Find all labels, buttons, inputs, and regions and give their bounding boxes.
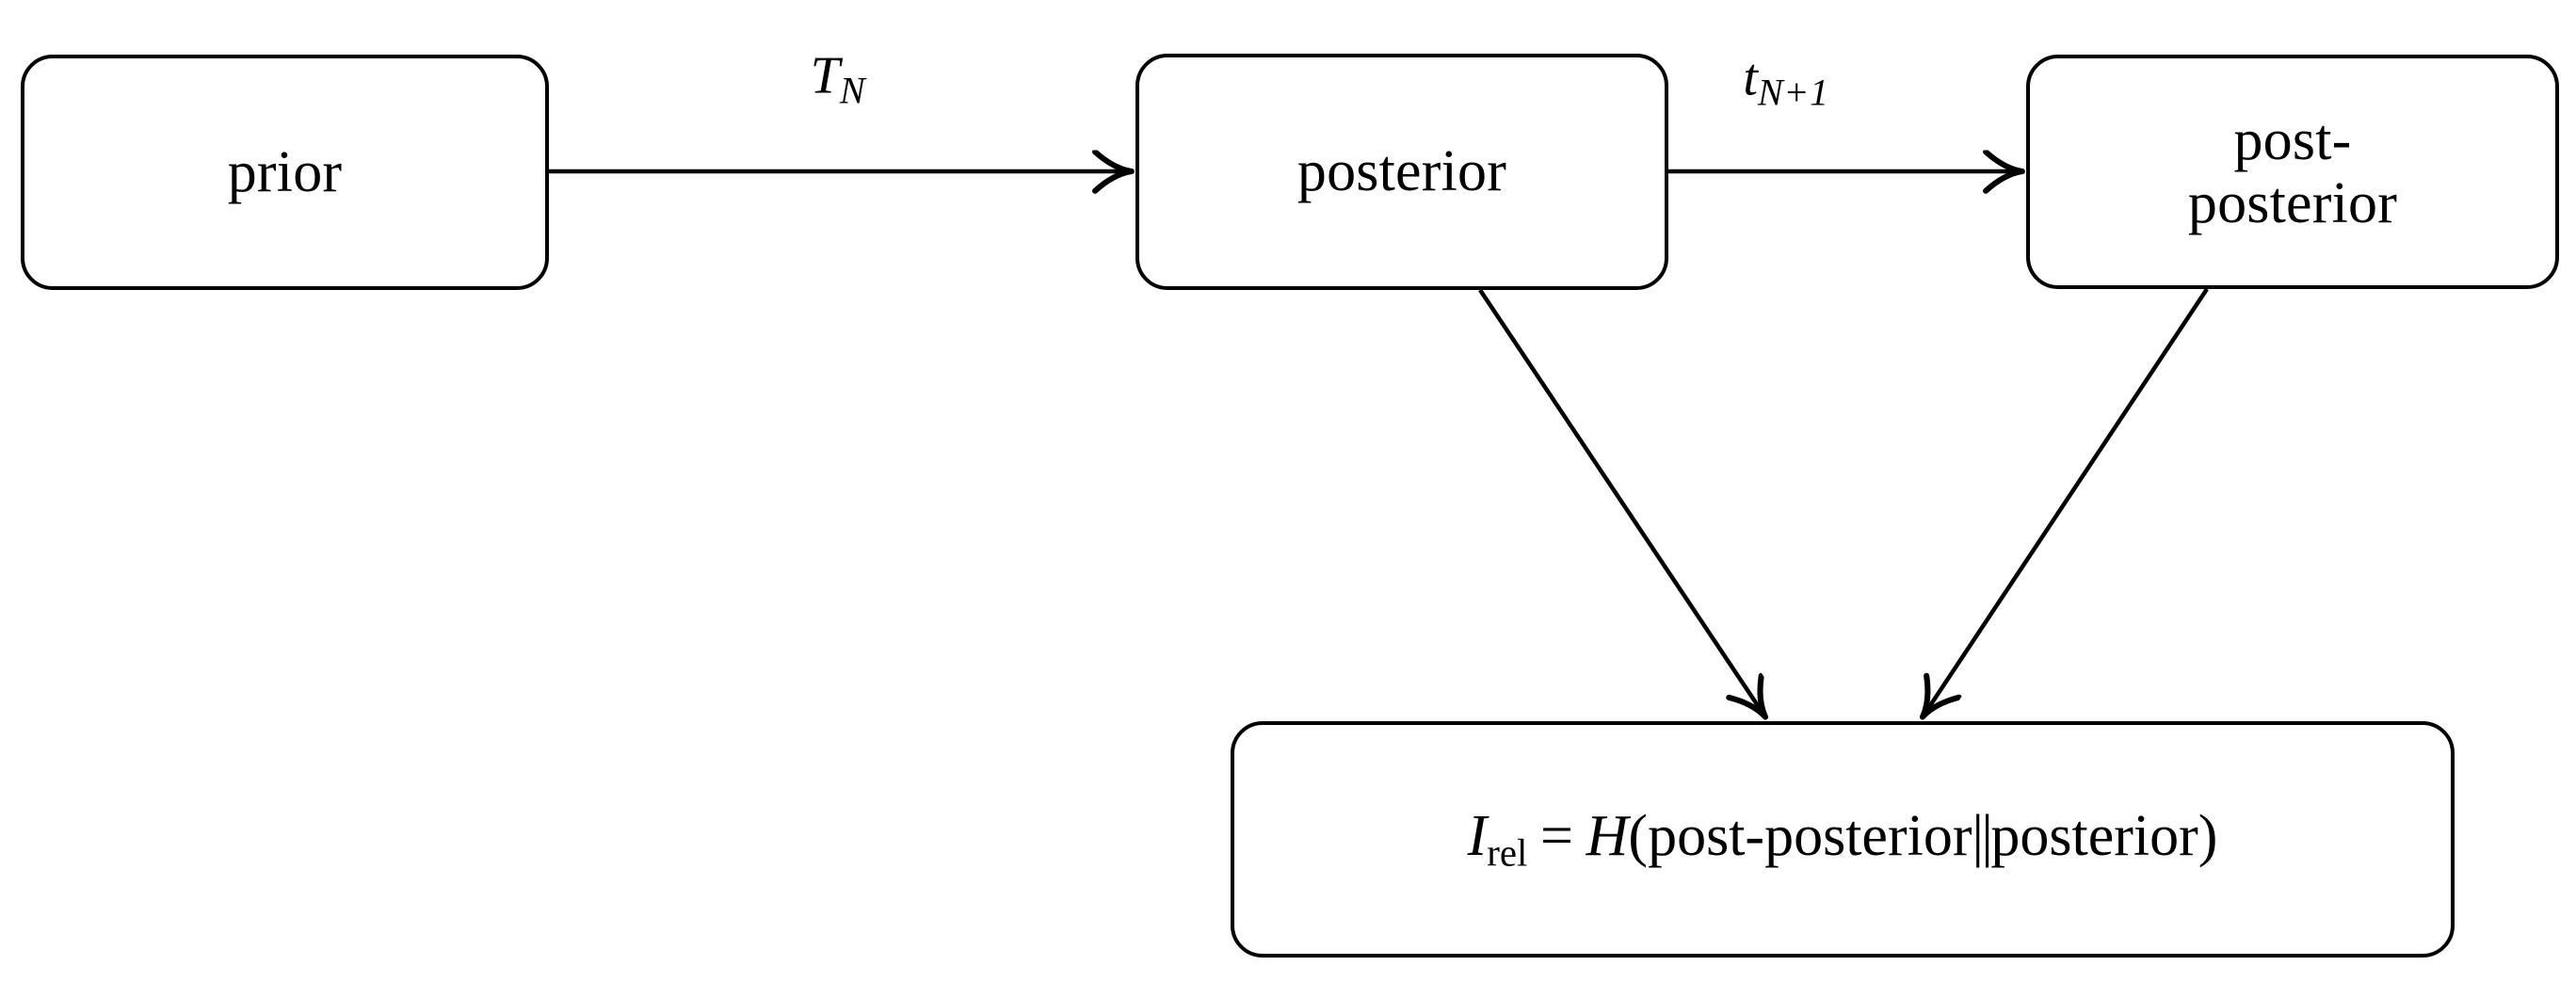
formula-argument-posterior: posterior — [1990, 804, 2198, 869]
formula-open-paren: ( — [1628, 804, 1649, 869]
node-post-posterior-label: post- posterior — [2187, 107, 2398, 235]
node-relative-information[interactable]: Irel =H(post-posterior||posterior) — [1231, 721, 2455, 958]
edge-label-t-base: t — [1743, 48, 1758, 107]
edge-label-T-base: T — [810, 46, 840, 105]
node-posterior[interactable]: posterior — [1135, 54, 1668, 290]
edge-label-T-subscript: N — [839, 69, 866, 112]
formula-equals: = — [1540, 804, 1574, 869]
formula-close-paren: ) — [2198, 804, 2218, 869]
edge-label-transition-t-N-plus-1: tN+1 — [1743, 47, 1828, 114]
relative-information-formula: Irel =H(post-posterior||posterior) — [1468, 803, 2218, 875]
node-post-posterior[interactable]: post- posterior — [2026, 55, 2559, 289]
formula-symbol-I: I — [1467, 804, 1488, 869]
edge-label-t-subscript: N+1 — [1757, 71, 1829, 114]
formula-symbol-H: H — [1586, 804, 1629, 869]
node-posterior-label: posterior — [1296, 139, 1507, 204]
edge-label-transition-T-N: TN — [811, 45, 866, 112]
formula-argument-post-posterior: post-posterior — [1648, 804, 1972, 869]
formula-subscript-rel: rel — [1487, 831, 1528, 875]
node-prior[interactable]: prior — [21, 55, 549, 290]
node-prior-label: prior — [227, 139, 343, 204]
edge-post-posterior-to-relative-information — [1924, 287, 2209, 716]
edge-posterior-to-relative-information — [1478, 288, 1764, 716]
formula-separator: || — [1972, 804, 1992, 869]
